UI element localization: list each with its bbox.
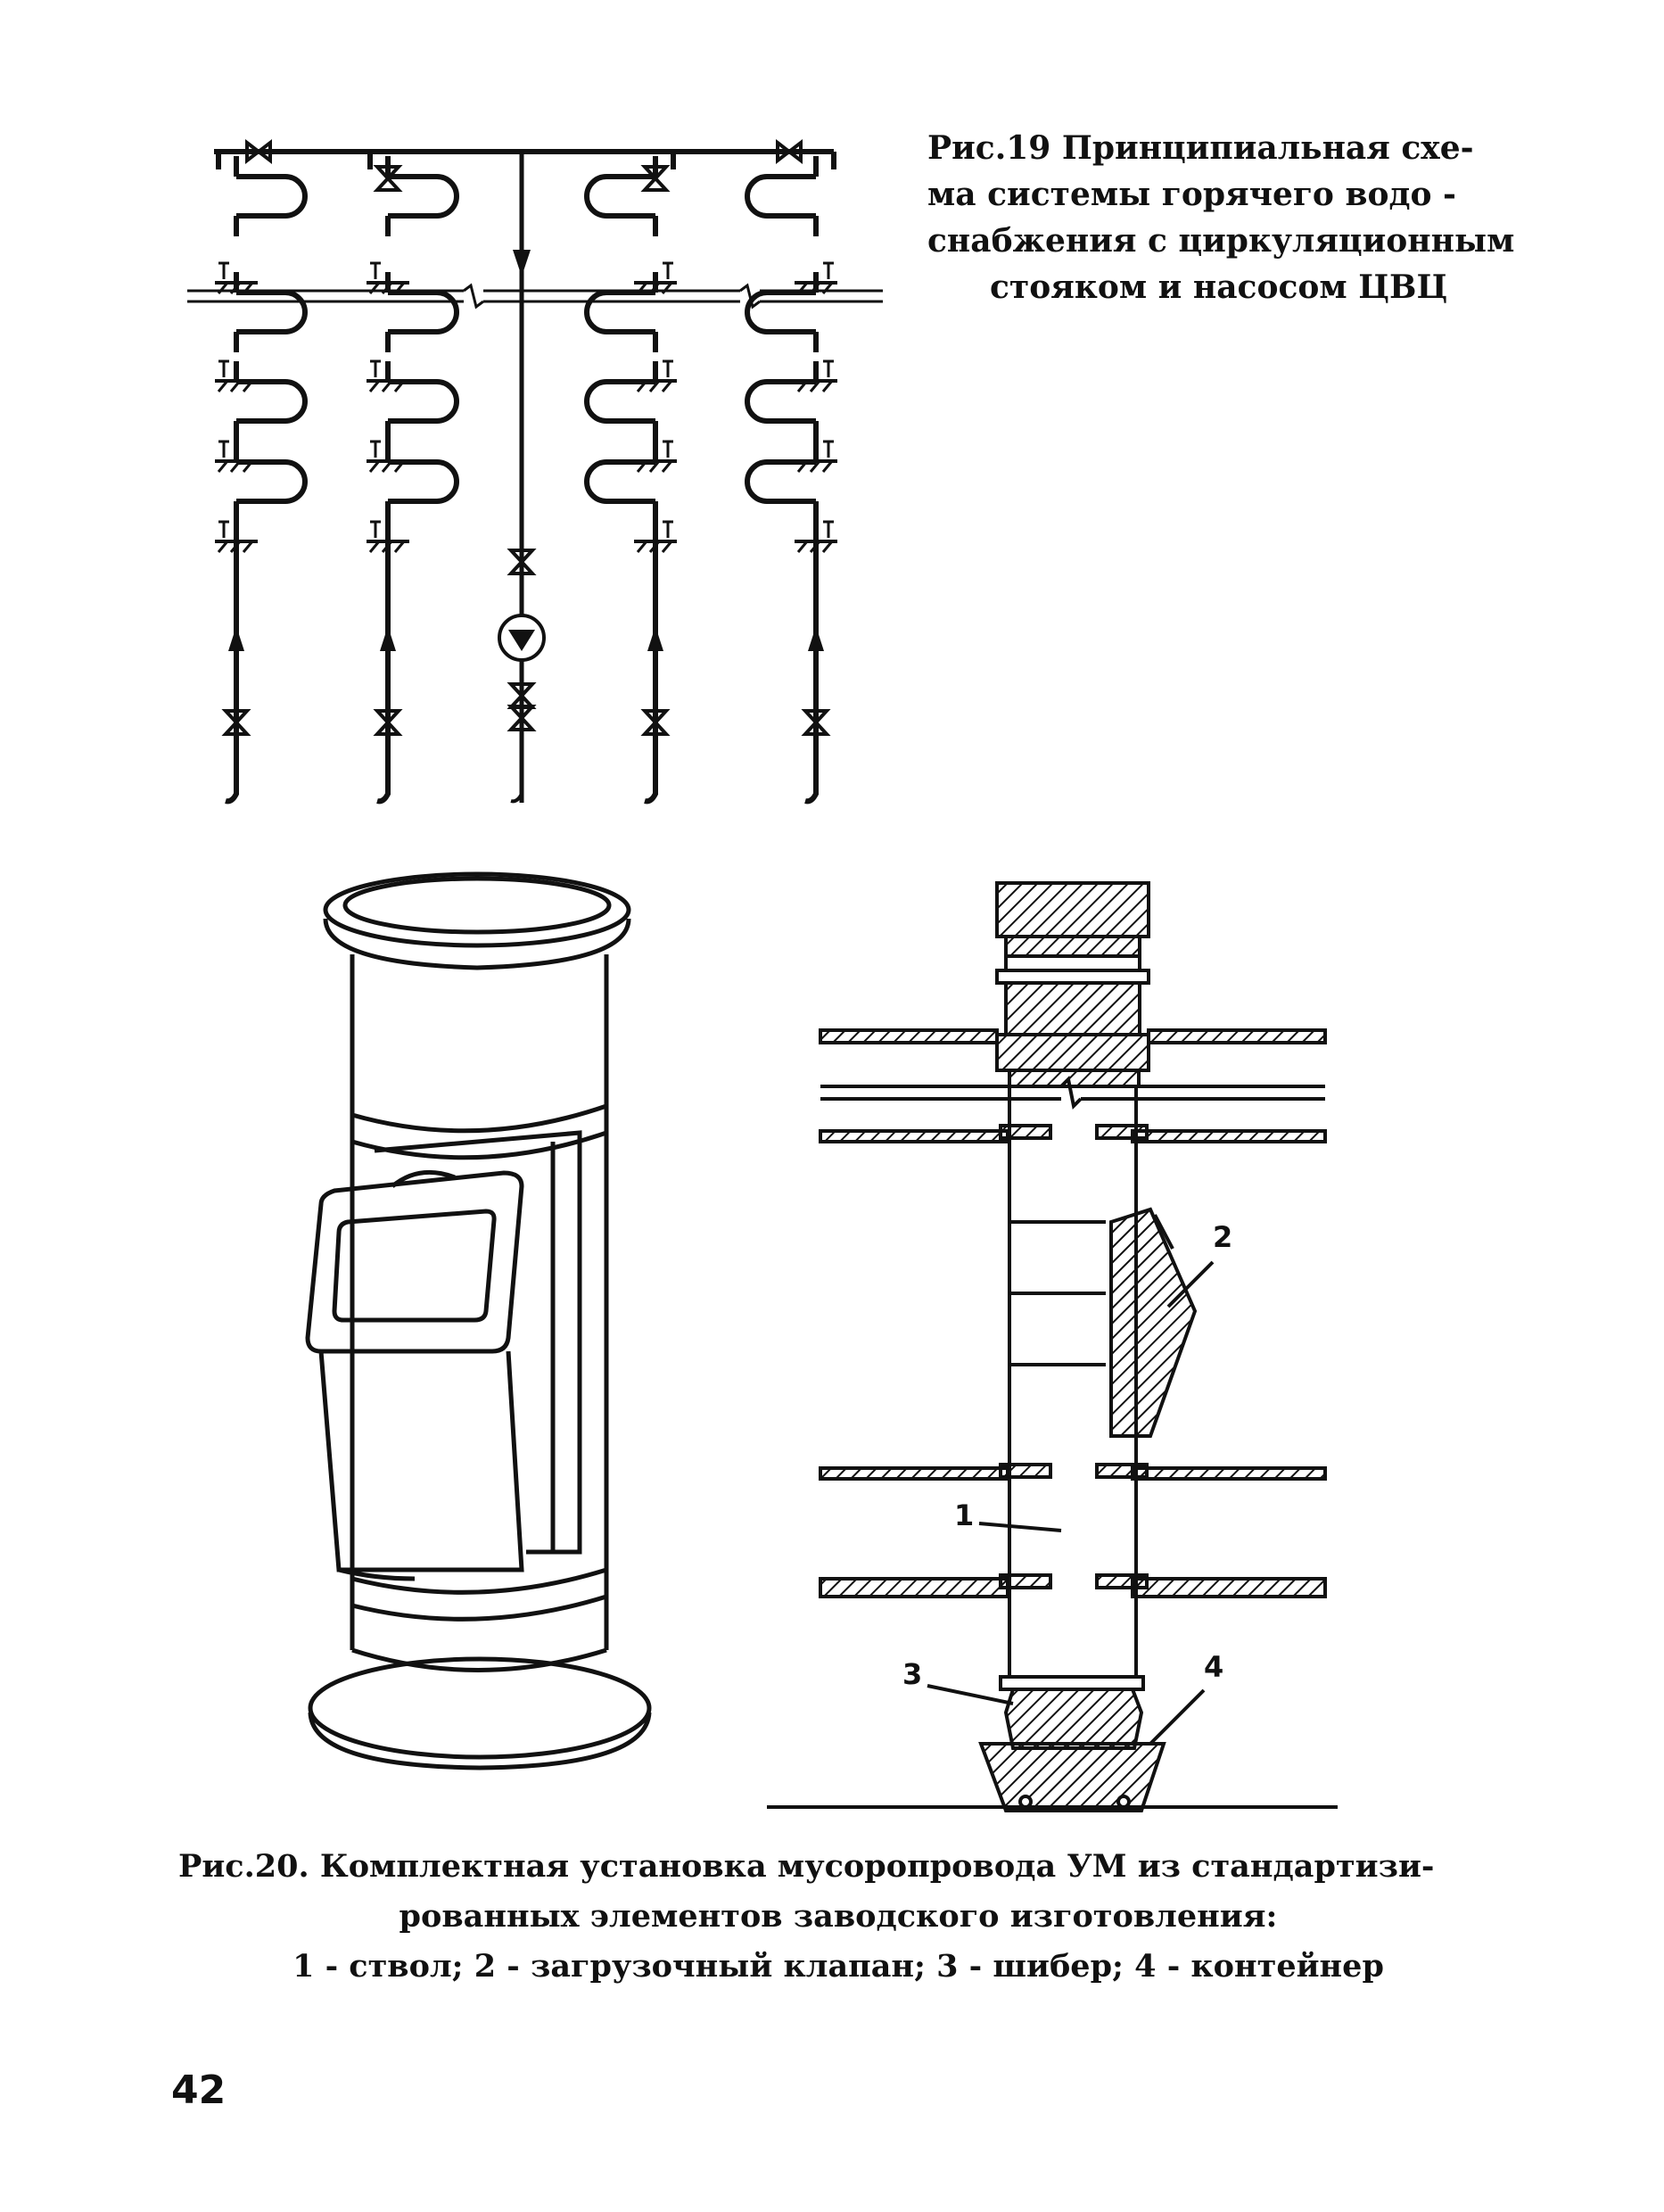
riser-4 [745, 152, 839, 805]
caption-line: Рис.20. Комплектная установка мусоропров… [178, 1848, 1435, 1885]
caption-line: стояком и насосом ЦВЦ [990, 268, 1448, 306]
pump-icon [498, 614, 546, 662]
hot-water-system-diagram [187, 141, 883, 805]
caption-line: снабжения с циркуляционным [927, 222, 1515, 260]
supply-risers [213, 152, 839, 805]
floor-slabs [819, 1028, 1327, 1598]
caption-line: ма системы горячего водо - [927, 176, 1456, 213]
refuse-chute-section-drawing: 2 1 3 4 [767, 881, 1338, 1812]
callout-1: 1 [954, 1498, 974, 1532]
circulation-riser [498, 152, 546, 804]
refuse-chute-perspective-drawing [305, 871, 652, 1770]
figure20-caption: Рис.20. Комплектная установка мусоропров… [161, 1842, 1516, 1992]
callout-3: 3 [902, 1657, 922, 1691]
callout-4: 4 [1204, 1650, 1223, 1684]
figure19-caption: Рис.19 Принципиальная схе- ма системы го… [927, 125, 1515, 310]
caption-line: 1 - ствол; 2 - загрузочный клапан; 3 - ш… [292, 1948, 1384, 1985]
caption-line: рованных элементов заводского изготовлен… [399, 1898, 1278, 1935]
caption-line: Рис.19 Принципиальная схе- [927, 129, 1474, 167]
riser-2 [365, 152, 459, 805]
riser-3 [584, 152, 679, 805]
riser-1 [213, 152, 308, 805]
callout-2: 2 [1213, 1220, 1232, 1254]
page-number: 42 [171, 2068, 227, 2113]
